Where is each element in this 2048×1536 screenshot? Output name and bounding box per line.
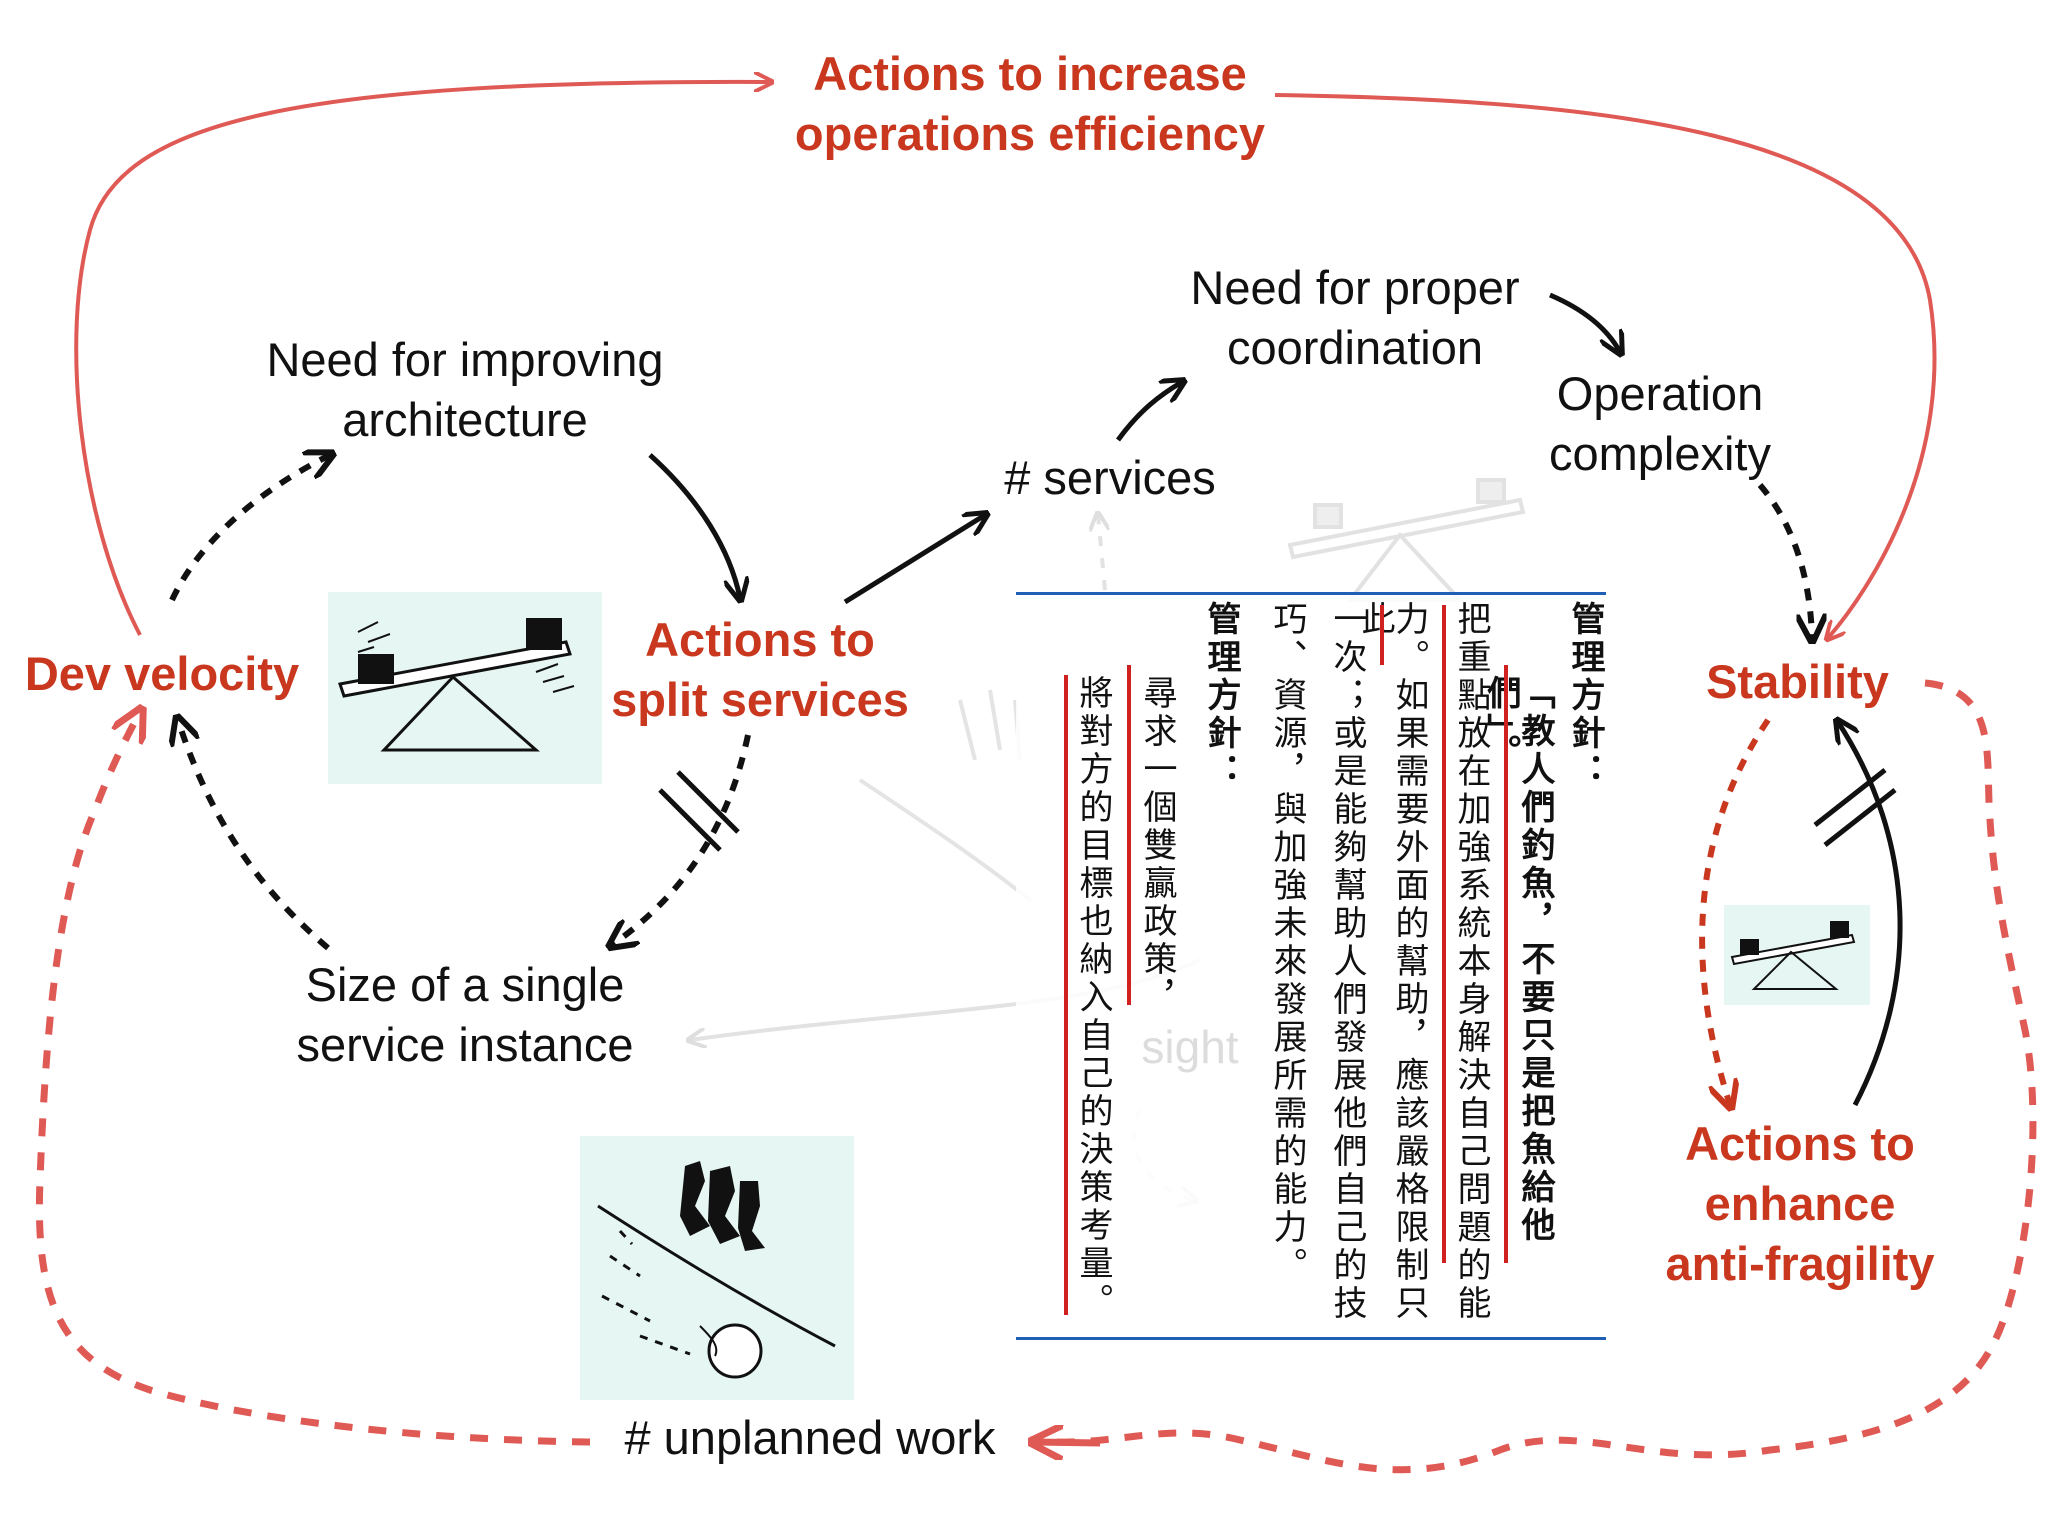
faded-label: sight: [1141, 1021, 1239, 1073]
doc-column-6: 巧、資源，與加強未來發展所需的能力。: [1267, 601, 1307, 1285]
doc-highlight-bar-5: [1064, 675, 1068, 1315]
arrow-unplanned-work-to-devvelocity: [35, 712, 591, 1446]
label-anti-fragility: Actions to enhance anti-fragility: [1665, 1117, 1935, 1291]
doc-column-3: 把重點放在加強系統本身解決自己問題的能: [1451, 601, 1491, 1323]
arrow-services-to-coordination: [1115, 382, 1182, 442]
arrow-split-to-instance-size: [612, 734, 751, 945]
seesaw-icon: [338, 618, 575, 752]
label-split-services: Actions to split services: [611, 613, 909, 727]
delay-mark-split: [658, 770, 740, 852]
arrow-anti-fragility-to-stability: [1838, 722, 1903, 1107]
doc-highlight-bar-4: [1127, 665, 1131, 1005]
ghost-seesaw: [1287, 478, 1526, 602]
doc-column-4: 力。如果需要外面的幫助，應該嚴格限制只此: [1355, 601, 1429, 1323]
label-op-complexity: Operation complexity: [1548, 367, 1771, 481]
delay-mark-anti-fragility: [1813, 768, 1897, 847]
doc-highlight-bar-3: [1380, 605, 1384, 665]
label-coordination: Need for proper coordination: [1190, 261, 1520, 375]
label-services: # services: [1004, 451, 1216, 504]
arrow-head-unplanned-work: [1035, 1442, 1101, 1443]
label-dev-velocity: Dev velocity: [24, 647, 300, 700]
arrow-devvelocity-to-improve-arch: [169, 455, 330, 602]
seesaw-icon-small: [1730, 921, 1856, 990]
seesaw-panel-left: [328, 592, 602, 784]
arrow-improve-arch-to-split: [648, 453, 740, 598]
arrow-devvelocity-to-ops-efficiency: [74, 82, 770, 636]
document-panel: 管理方針： 「教人們釣魚，不要只是把魚給他們」。 把重點放在加強系統本身解決自己…: [1016, 592, 1606, 1340]
doc-highlight-bar-2: [1442, 605, 1446, 1263]
arrow-ops-efficiency-to-stability: [1274, 93, 1937, 638]
arrow-stability-to-anti-fragility: [1699, 718, 1771, 1105]
ghost-arrow-up: [1098, 515, 1105, 591]
doc-column-2: 「教人們釣魚，不要只是把魚給他們」。: [1481, 675, 1555, 1245]
doc-column-8: 尋求一個雙贏政策，: [1137, 675, 1177, 1017]
seesaw-panel-right: [1724, 905, 1870, 1005]
doc-column-9: 將對方的目標也納入自己的決策考量。: [1073, 675, 1113, 1321]
label-stability: Stability: [1706, 655, 1889, 708]
slope-ball-panel: [580, 1136, 854, 1400]
arrow-op-complexity-to-stability: [1757, 483, 1812, 638]
label-unplanned-work: # unplanned work: [624, 1411, 996, 1464]
rolling-ball-slope-icon: [597, 1161, 836, 1379]
arrow-stability-to-unplanned-work: [1029, 679, 2037, 1474]
label-instance-size: Size of a single service instance: [296, 958, 634, 1072]
doc-column-7: 管理方針：: [1201, 601, 1241, 791]
label-improve-architecture: Need for improving architecture: [266, 333, 664, 447]
arrow-coordination-to-op-complexity: [1549, 292, 1620, 352]
label-ops-efficiency: Actions to increase operations efficienc…: [794, 47, 1266, 161]
doc-column-1: 管理方針：: [1565, 601, 1605, 791]
arrow-split-to-services: [843, 515, 985, 605]
arrow-instance-size-to-devvelocity: [178, 720, 330, 951]
doc-column-5: 一次；或是能夠幫助人們發展他們自己的技: [1327, 601, 1367, 1323]
doc-highlight-bar-1: [1504, 665, 1508, 1263]
